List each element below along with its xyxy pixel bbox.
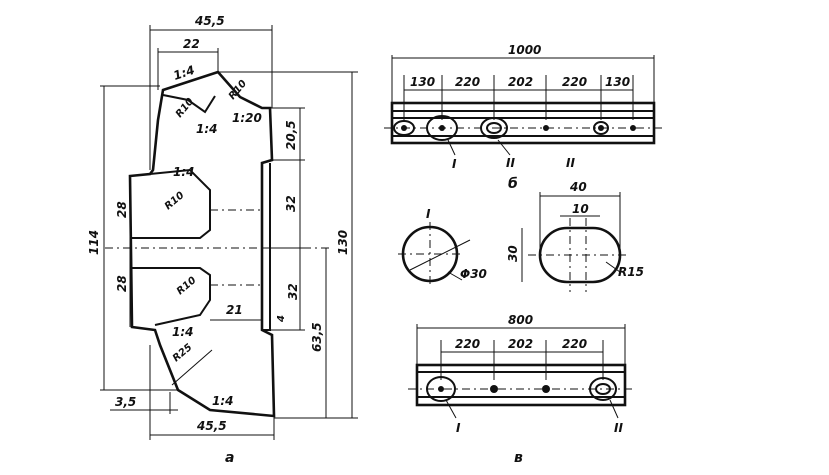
dim-130: 130	[336, 230, 350, 255]
dim-63-5: 63,5	[310, 322, 324, 352]
plate-b-hole-3-inner	[486, 122, 502, 134]
plate-b-hole-6	[630, 125, 636, 131]
r-web-top-label: R10	[163, 190, 187, 212]
dim-3-5: 3,5	[115, 395, 136, 409]
plate-v-hole-2	[490, 385, 498, 393]
plate-b-spacing-2: 220	[455, 75, 480, 89]
profile-outline	[128, 70, 276, 418]
right-flange	[261, 163, 271, 331]
plate-b-spacing-5: 130	[605, 75, 630, 89]
detail-I: I Φ30	[398, 207, 487, 286]
web-lower-fillet	[132, 267, 211, 326]
profile-cross-section: 45,5 22 1:4 R10 R10 1:4 1:20 1:4 R10 28 …	[87, 14, 358, 466]
detail-II-height: 30	[506, 245, 520, 262]
dim-28-bottom: 28	[115, 275, 129, 292]
detail-I-title: I	[426, 207, 431, 221]
plate-b-spacing-3: 202	[508, 75, 533, 89]
detail-I-diameter: Φ30	[460, 267, 487, 281]
leader-r25	[171, 349, 213, 386]
plate-v-spacing-2: 202	[508, 337, 533, 351]
dim-45-5-bottom: 45,5	[196, 419, 227, 433]
caption-a: a	[225, 450, 234, 466]
plate-v-leader-I	[445, 399, 457, 419]
plate-b-hole-1	[393, 120, 415, 136]
detail-II: 40 10 30 R15	[506, 180, 644, 292]
dim-4: 4	[276, 315, 287, 323]
plate-b-length: 1000	[508, 43, 541, 57]
plate-v-view: 800 220 202 220 I II в	[408, 313, 634, 466]
r-foot-label: R25	[171, 342, 195, 364]
detail-I-leader	[447, 271, 463, 281]
plate-v-hole-4-inner	[595, 383, 611, 395]
plate-b-hole-2-center	[439, 125, 445, 131]
r-head-side-label: R10	[174, 96, 196, 120]
plate-b-body	[390, 101, 656, 145]
plate-v-body	[415, 363, 627, 407]
plate-v-hole-3	[542, 385, 550, 393]
plate-v-hole-1-center	[438, 386, 444, 392]
dim-20-5: 20,5	[284, 120, 298, 150]
caption-v: в	[514, 450, 523, 466]
dim-28-top: 28	[115, 201, 129, 218]
detail-II-inner: 10	[572, 202, 589, 216]
plate-b-view: 1000 130 220 202 220 130 I II II б	[384, 43, 662, 192]
plate-b-hole-4	[543, 125, 549, 131]
plate-b-mark-II-right: II	[566, 156, 575, 170]
plate-v-leader-II	[609, 399, 619, 419]
plate-v-spacing-3: 220	[562, 337, 587, 351]
plate-b-leader-I	[447, 139, 456, 156]
dim-45-5-top: 45,5	[194, 14, 225, 28]
detail-II-leader	[605, 261, 621, 273]
plate-b-hole-5	[593, 121, 609, 135]
slope-head-label: 1:4	[172, 63, 197, 83]
slope-neck-label: 1:4	[196, 122, 218, 136]
r-web-bottom-label: R10	[175, 275, 199, 297]
plate-b-spacing-4: 220	[562, 75, 587, 89]
plate-v-length: 800	[508, 313, 533, 327]
detail-II-radius: R15	[618, 265, 644, 279]
web-slope-bottom-label: 1:4	[172, 325, 194, 339]
plate-v-spacing-1: 220	[455, 337, 480, 351]
plate-v-mark-I: I	[456, 421, 461, 435]
web-slope-top-label: 1:4	[173, 165, 195, 179]
plate-b-spacing-1: 130	[410, 75, 435, 89]
plate-b-leader-II	[497, 139, 511, 156]
dim-21: 21	[226, 303, 243, 317]
plate-b-hole-5-center	[598, 125, 604, 131]
plate-b-mark-II: II	[506, 156, 515, 170]
detail-II-width: 40	[569, 180, 587, 194]
plate-b-mark-I: I	[452, 157, 457, 171]
dim-32-top: 32	[284, 195, 298, 212]
caption-b: б	[508, 176, 518, 192]
dim-22: 22	[183, 37, 200, 51]
head-notch	[162, 94, 216, 114]
plate-v-mark-II: II	[614, 421, 623, 435]
r-head-top-label: R10	[227, 78, 249, 102]
dim-114: 114	[87, 230, 101, 255]
plate-b-hole-1-center	[401, 125, 407, 131]
dim-32-bottom: 32	[286, 283, 300, 300]
slope-neck-b-label: 1:20	[232, 111, 262, 125]
foot-slope-label: 1:4	[212, 394, 234, 408]
detail-I-diag	[409, 239, 471, 271]
